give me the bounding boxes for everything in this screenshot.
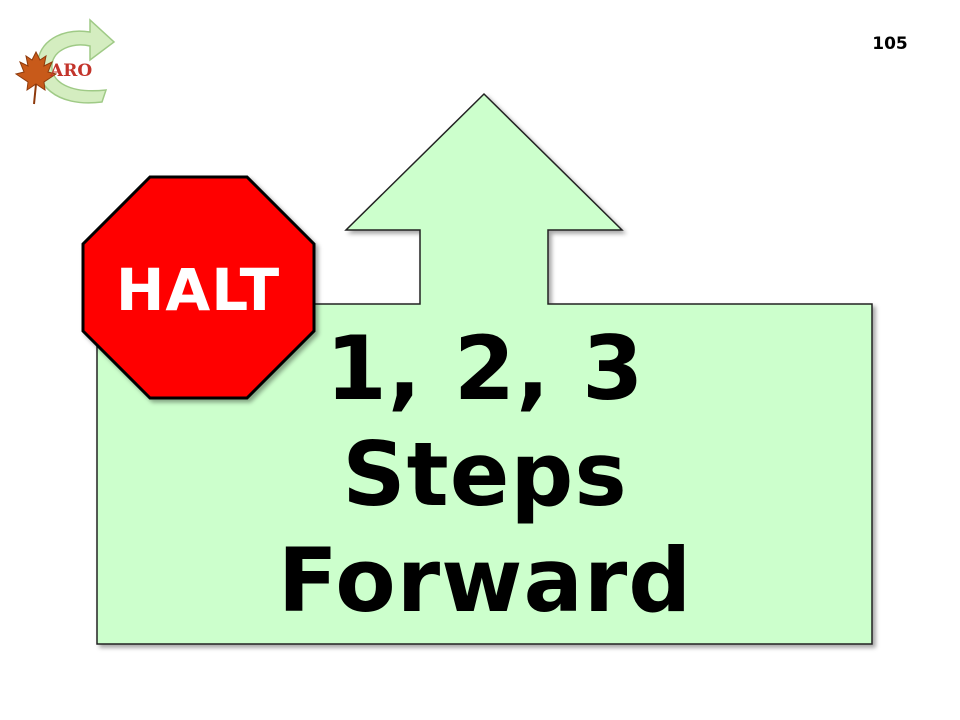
main-text-line-2: Steps <box>342 423 628 526</box>
logo-text: ARO <box>49 61 92 81</box>
halt-label: HALT <box>115 256 281 324</box>
main-text-line-1: 1, 2, 3 <box>325 317 645 420</box>
logo: ARO <box>14 12 124 116</box>
up-arrow-box-shape <box>96 92 873 645</box>
maple-leaf-icon <box>14 50 58 105</box>
page-number: 105 <box>872 34 908 54</box>
curved-arrow-icon: ARO <box>14 18 116 105</box>
main-text: 1, 2, 3 Steps Forward <box>180 316 790 634</box>
stop-sign-icon <box>81 175 316 400</box>
main-text-line-3: Forward <box>277 529 693 632</box>
